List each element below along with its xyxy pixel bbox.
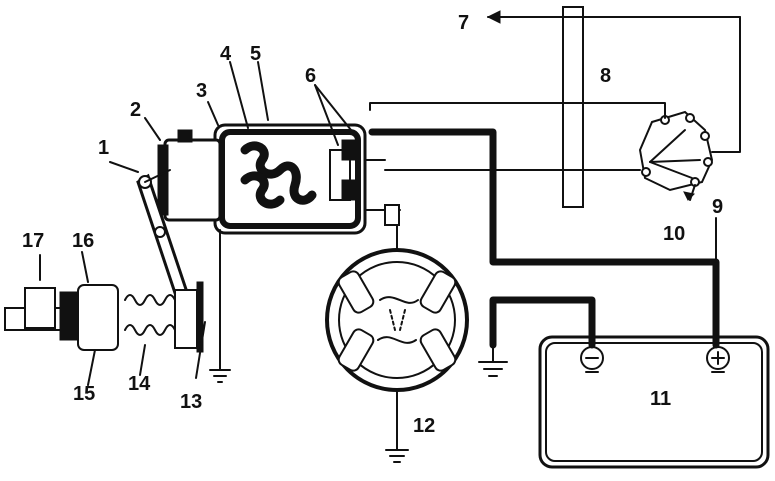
label-7: 7	[458, 12, 469, 34]
label-5: 5	[250, 43, 261, 65]
label-15: 15	[73, 383, 95, 405]
label-4: 4	[220, 43, 232, 65]
label-14: 14	[128, 373, 151, 395]
battery	[538, 335, 770, 469]
ignition-switch-column	[562, 6, 584, 208]
label-13: 13	[180, 391, 202, 413]
label-3: 3	[196, 80, 207, 102]
label-11: 11	[650, 388, 671, 410]
label-12: 12	[413, 415, 435, 437]
leader-lines	[39, 61, 717, 386]
distributor	[638, 110, 714, 201]
label-10: 10	[663, 223, 685, 245]
label-9: 9	[712, 196, 723, 218]
label-1: 1	[98, 137, 109, 159]
label-17: 17	[22, 230, 44, 252]
part-labels: 1 2 3 4 5 6 7 8 9 10 11 12 13 14 15 16 1…	[22, 12, 723, 437]
solenoid	[213, 123, 401, 235]
signal-wires	[369, 102, 666, 171]
pinion-spring	[124, 294, 176, 336]
label-6: 6	[305, 65, 316, 87]
battery-cables	[368, 128, 720, 349]
label-8: 8	[600, 65, 611, 87]
label-16: 16	[72, 230, 94, 252]
starter-motor	[325, 224, 469, 463]
label-2: 2	[130, 99, 141, 121]
battery-ground-symbol	[478, 344, 508, 377]
solenoid-end-housing	[157, 129, 231, 383]
drive-pinion-assembly	[4, 281, 204, 353]
wire-to-ignition	[486, 10, 741, 153]
